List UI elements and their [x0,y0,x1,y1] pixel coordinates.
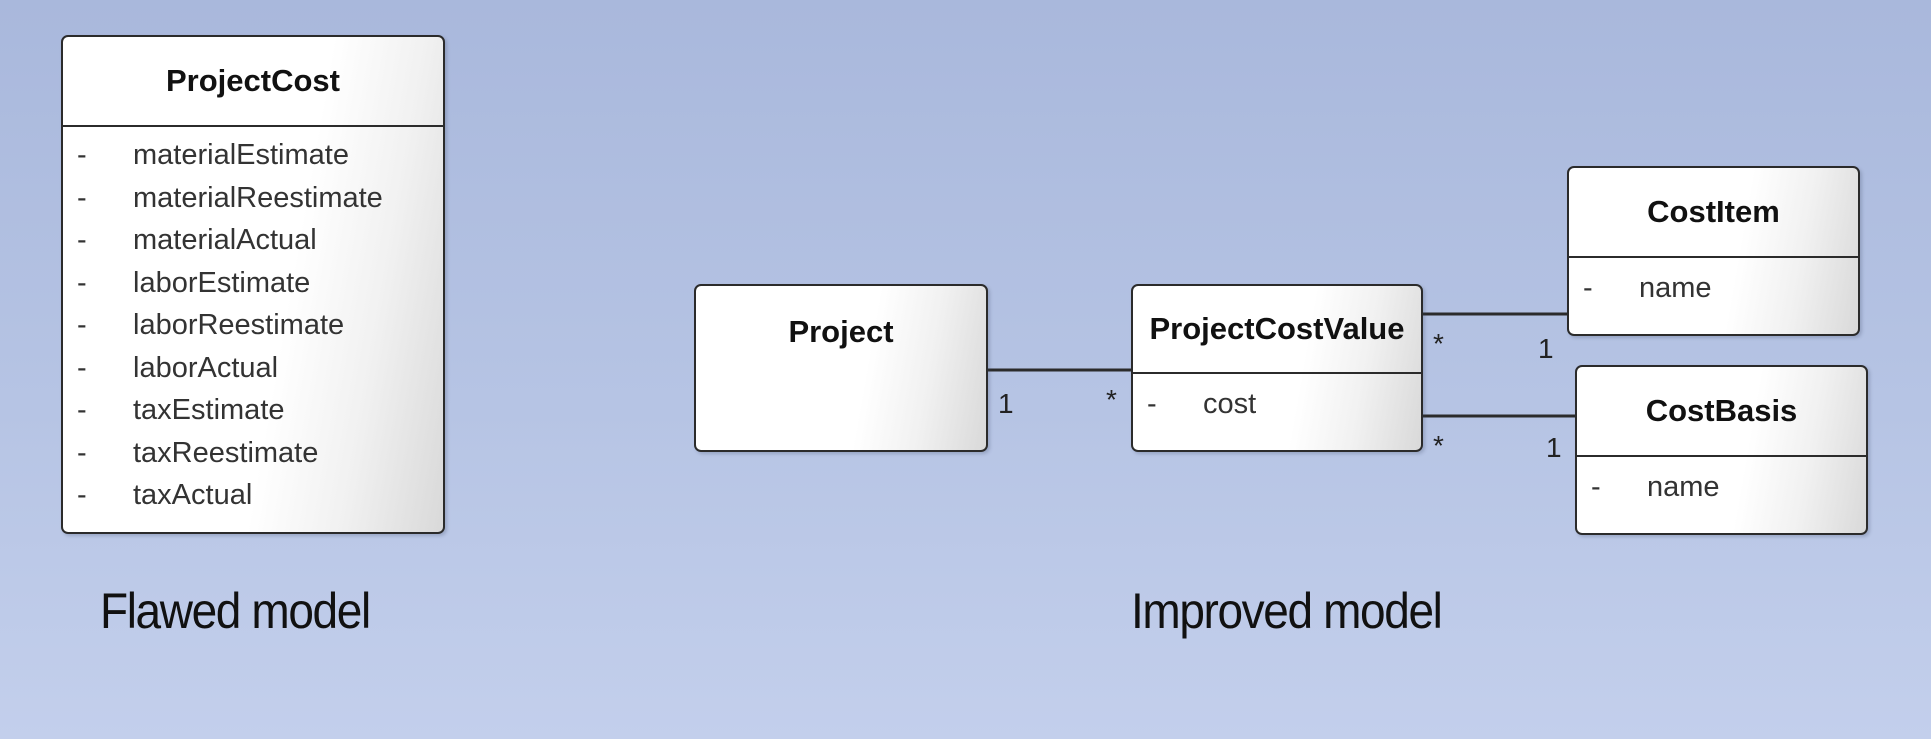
class-name-projectcost: ProjectCost [63,37,443,127]
class-box-costitem[interactable]: CostItem - name [1567,166,1860,336]
visibility-marker: - [77,479,87,511]
attribute-list: - cost [1133,374,1421,428]
attribute-name: taxReestimate [133,436,319,469]
class-box-projectcost[interactable]: ProjectCost - materialEstimate - materia… [61,35,445,534]
visibility-marker: - [77,181,87,214]
attribute-name: materialEstimate [133,139,349,171]
visibility-marker: - [1591,471,1601,503]
attribute-name: materialReestimate [133,181,383,214]
attribute-row: - cost [1133,388,1421,428]
multiplicity-costbasis-end: 1 [1546,432,1562,463]
class-box-costbasis[interactable]: CostBasis - name [1575,365,1868,535]
multiplicity-projectcostvalue-costbasis-end: * [1433,430,1444,461]
attribute-row: - materialEstimate [63,139,443,182]
attribute-row: - taxEstimate [63,394,443,437]
attribute-row: - laborActual [63,352,443,395]
multiplicity-costitem-end: 1 [1538,333,1554,364]
attribute-name: taxActual [133,479,253,511]
attribute-list: - name [1577,457,1866,511]
caption-flawed-model: Flawed model [100,583,371,639]
visibility-marker: - [77,224,87,256]
attribute-name: laborEstimate [133,266,311,299]
visibility-marker: - [77,309,87,341]
visibility-marker: - [77,394,87,426]
attribute-name: name [1639,272,1712,304]
multiplicity-projectcostvalue-end: * [1106,384,1117,415]
visibility-marker: - [77,351,87,384]
attribute-row: - laborEstimate [63,267,443,310]
class-name-costitem: CostItem [1569,168,1858,258]
class-name-costbasis: CostBasis [1577,367,1866,457]
attribute-list: - name [1569,258,1858,312]
attribute-row: - materialActual [63,224,443,267]
attribute-name: taxEstimate [133,394,285,426]
attribute-row: - name [1577,471,1866,511]
attribute-row: - taxReestimate [63,437,443,480]
caption-improved-model: Improved model [1131,583,1443,639]
multiplicity-projectcostvalue-costitem-end: * [1433,328,1444,359]
attribute-row: - taxActual [63,479,443,522]
visibility-marker: - [77,266,87,299]
attribute-name: laborActual [133,351,279,384]
attribute-row: - laborReestimate [63,309,443,352]
visibility-marker: - [1147,388,1157,420]
attribute-name: materialActual [133,224,317,256]
attribute-list: - materialEstimate - materialReestimate … [63,127,443,522]
class-box-project[interactable]: Project [694,284,988,452]
class-box-projectcostvalue[interactable]: ProjectCostValue - cost [1131,284,1423,452]
visibility-marker: - [1583,272,1593,304]
class-name-projectcostvalue: ProjectCostValue [1133,286,1421,374]
multiplicity-project-end: 1 [998,388,1014,419]
visibility-marker: - [77,436,87,469]
attribute-row: - materialReestimate [63,182,443,225]
attribute-row: - name [1569,272,1858,312]
attribute-name: cost [1203,388,1257,420]
visibility-marker: - [77,139,87,171]
attribute-name: laborReestimate [133,309,345,341]
attribute-name: name [1647,471,1720,503]
class-name-project: Project [788,314,894,349]
